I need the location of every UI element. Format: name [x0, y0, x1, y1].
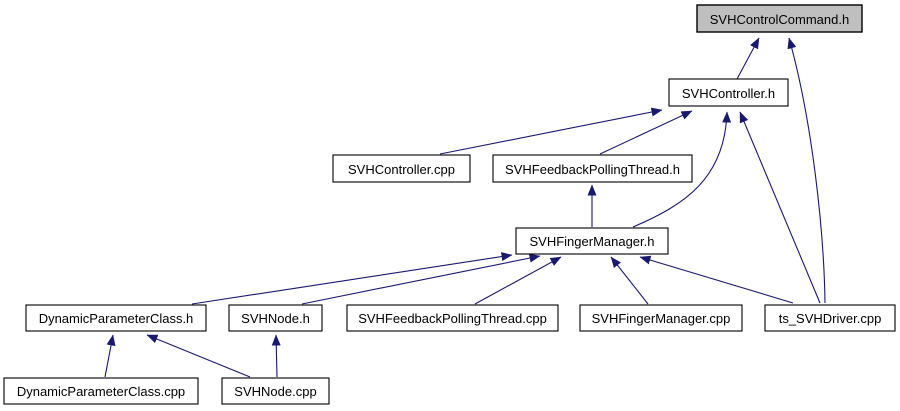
node-dynamicparameterclass-h[interactable]: DynamicParameterClass.h: [25, 304, 207, 332]
node-label-ts-svhdriver-cpp: ts_SVHDriver.cpp: [779, 311, 882, 326]
node-label-svhcontroller-cpp: SVHController.cpp: [348, 162, 455, 177]
node-box-svhnode-h[interactable]: [228, 304, 323, 332]
node-box-svhnode-cpp[interactable]: [221, 377, 330, 405]
node-label-svhfeedbackpollingthread-h: SVHFeedbackPollingThread.h: [505, 162, 680, 177]
edge-ts-svhdriver-cpp-to-svhcontrolcommand-h: [787, 37, 826, 304]
edge-svhnode-cpp-to-dynamicparameterclass-h: [146, 334, 251, 378]
edge-svhcontroller-h-to-svhcontrolcommand-h: [736, 37, 760, 80]
node-box-dynamicparameterclass-h[interactable]: [25, 304, 207, 332]
node-box-svhfingermanager-h[interactable]: [515, 227, 669, 255]
node-svhfingermanager-h[interactable]: SVHFingerManager.h: [515, 227, 669, 255]
node-svhcontroller-h[interactable]: SVHController.h: [668, 78, 789, 107]
node-box-svhcontroller-cpp[interactable]: [332, 154, 471, 183]
node-svhfingermanager-cpp[interactable]: SVHFingerManager.cpp: [579, 304, 743, 332]
edge-dynamicparameterclass-cpp-to-dynamicparameterclass-h: [104, 334, 116, 378]
node-label-svhcontrolcommand-h: SVHControlCommand.h: [710, 12, 849, 27]
node-label-svhfeedbackpollingthread-cpp: SVHFeedbackPollingThread.cpp: [358, 311, 547, 326]
node-label-svhnode-h: SVHNode.h: [241, 311, 310, 326]
node-label-dynamicparameterclass-cpp: DynamicParameterClass.cpp: [17, 384, 185, 399]
node-ts-svhdriver-cpp[interactable]: ts_SVHDriver.cpp: [764, 304, 896, 332]
node-box-svhfingermanager-cpp[interactable]: [579, 304, 743, 332]
node-svhnode-cpp[interactable]: SVHNode.cpp: [221, 377, 330, 405]
node-label-svhfingermanager-h: SVHFingerManager.h: [529, 234, 654, 249]
edge-layer: [104, 37, 826, 378]
node-svhcontrolcommand-h[interactable]: SVHControlCommand.h: [696, 4, 863, 33]
node-box-svhfeedbackpollingthread-cpp[interactable]: [346, 304, 559, 332]
edge-svhfingermanager-cpp-to-svhfingermanager-h: [610, 256, 649, 305]
node-svhfeedbackpollingthread-cpp[interactable]: SVHFeedbackPollingThread.cpp: [346, 304, 559, 332]
node-dynamicparameterclass-cpp[interactable]: DynamicParameterClass.cpp: [3, 377, 199, 405]
node-label-dynamicparameterclass-h: DynamicParameterClass.h: [39, 311, 194, 326]
node-label-svhnode-cpp: SVHNode.cpp: [234, 384, 316, 399]
edge-dynamicparameterclass-h-to-svhfingermanager-h: [191, 252, 513, 305]
edge-svhfeedbackpollingthread-cpp-to-svhfingermanager-h: [474, 256, 562, 305]
node-svhcontroller-cpp[interactable]: SVHController.cpp: [332, 154, 471, 183]
node-box-svhfeedbackpollingthread-h[interactable]: [492, 154, 693, 183]
edge-ts-svhdriver-cpp-to-svhfingermanager-h: [639, 255, 794, 304]
node-label-svhfingermanager-cpp: SVHFingerManager.cpp: [592, 311, 731, 326]
edge-svhnode-h-to-svhfingermanager-h: [301, 253, 541, 305]
node-label-svhcontroller-h: SVHController.h: [682, 86, 775, 101]
edge-svhcontroller-cpp-to-svhcontroller-h: [439, 107, 663, 155]
edge-svhnode-cpp-to-svhnode-h: [271, 334, 281, 378]
node-box-dynamicparameterclass-cpp[interactable]: [3, 377, 199, 405]
node-box-ts-svhdriver-cpp[interactable]: [764, 304, 896, 332]
edge-svhfeedbackpollingthread-h-to-svhcontroller-h: [599, 110, 693, 155]
node-svhfeedbackpollingthread-h[interactable]: SVHFeedbackPollingThread.h: [492, 154, 693, 183]
node-svhnode-h[interactable]: SVHNode.h: [228, 304, 323, 332]
edge-ts-svhdriver-cpp-to-svhcontroller-h: [739, 111, 821, 304]
edge-svhfingermanager-h-to-svhcontroller-h: [632, 111, 732, 228]
node-box-svhcontroller-h[interactable]: [668, 78, 789, 107]
node-box-svhcontrolcommand-h[interactable]: [696, 4, 863, 33]
